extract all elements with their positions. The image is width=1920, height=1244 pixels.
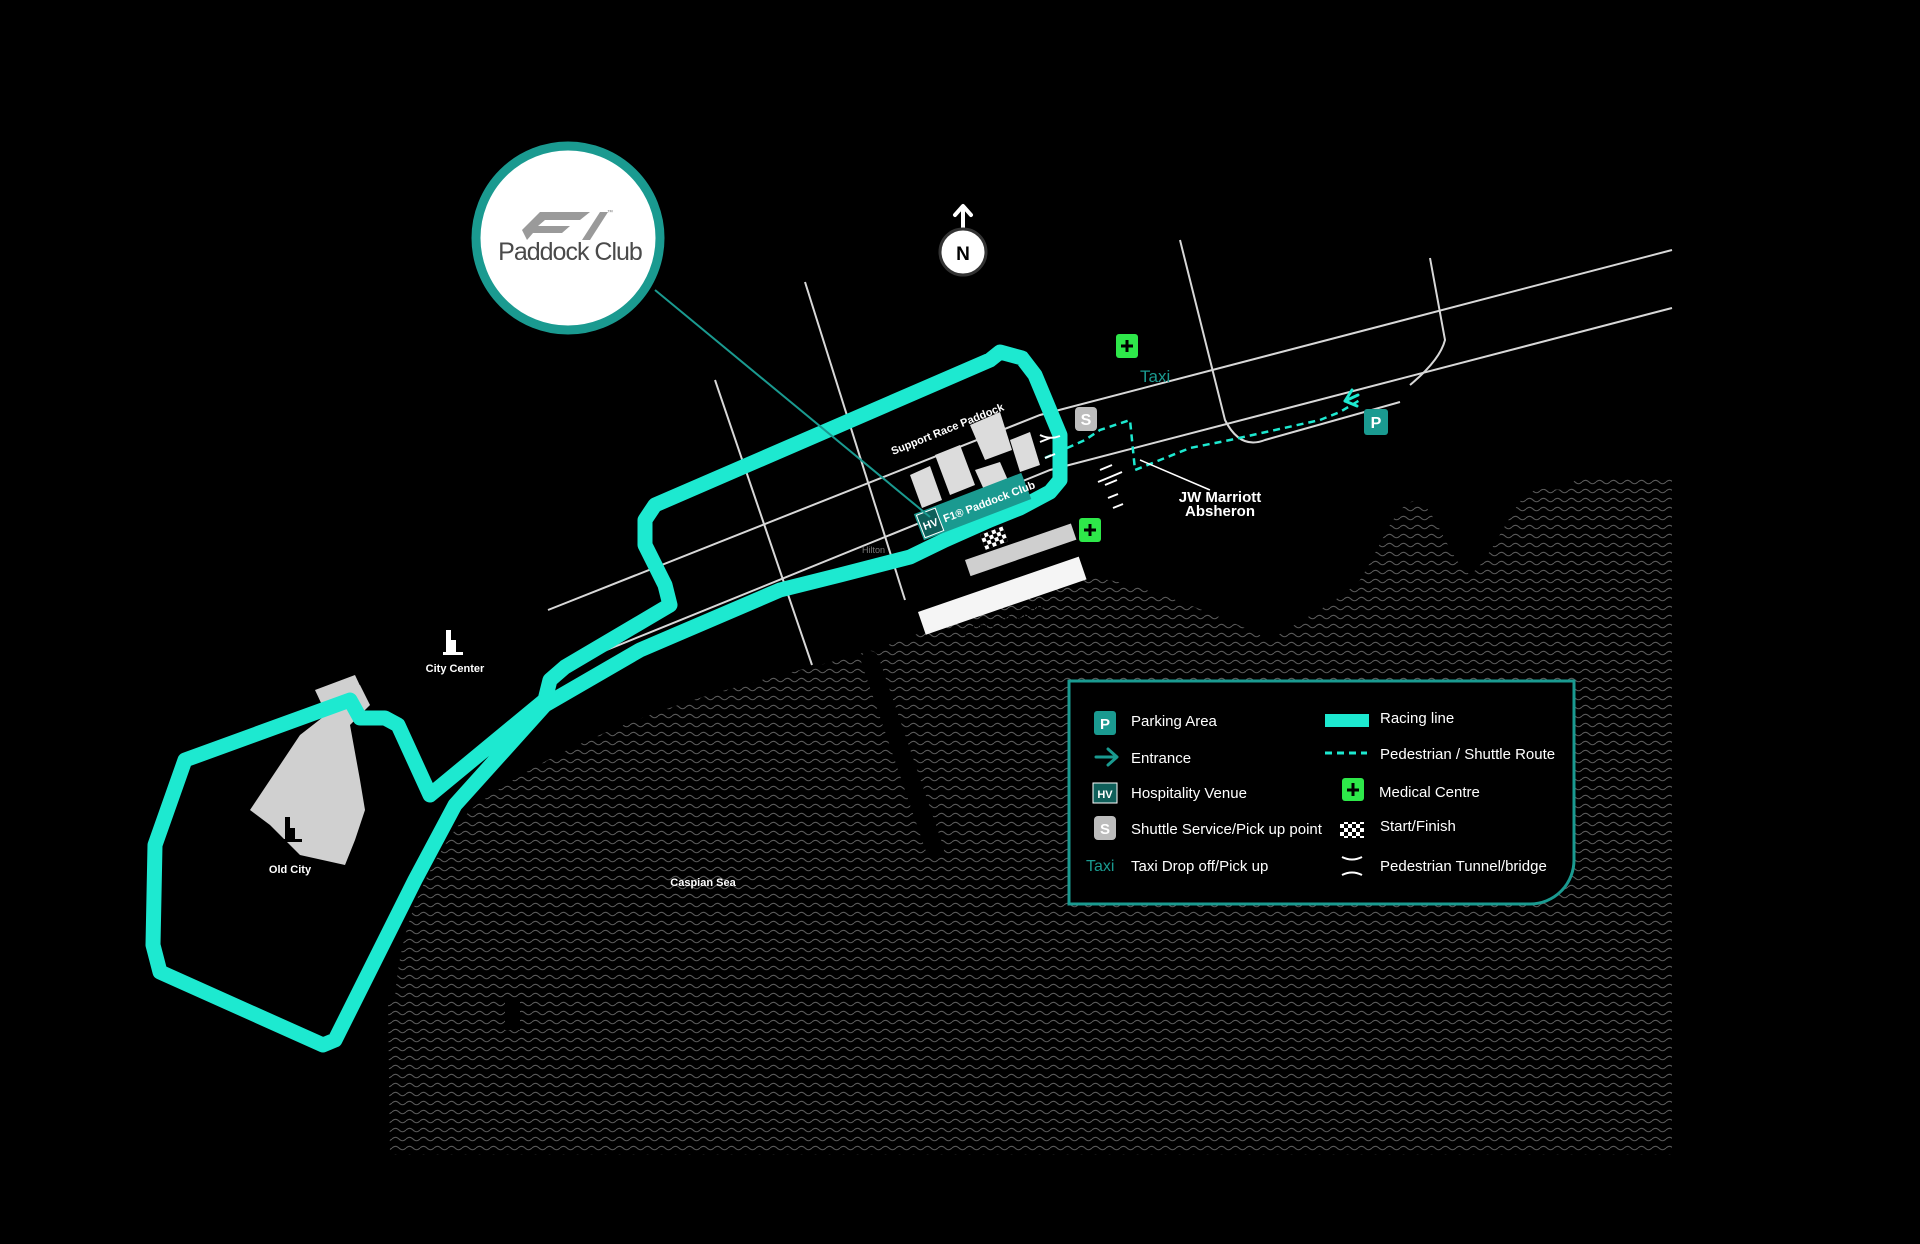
grandstand bbox=[965, 523, 1077, 577]
old-city-label: Old City bbox=[269, 864, 312, 876]
svg-text:HV: HV bbox=[1097, 789, 1113, 801]
old-city-block bbox=[315, 675, 362, 705]
svg-text:S: S bbox=[1100, 821, 1110, 838]
fan-zone-block bbox=[918, 556, 1087, 635]
shuttle-service-marker[interactable]: S bbox=[1075, 407, 1097, 431]
legend-hospitality: HV Hospitality Venue bbox=[1092, 782, 1247, 804]
old-city-icon bbox=[282, 817, 302, 842]
legend-panel: P Parking Area Entrance HV Hospitality V… bbox=[1067, 679, 1576, 906]
svg-text:P: P bbox=[1100, 716, 1110, 733]
svg-text:N: N bbox=[956, 244, 970, 265]
caspian-sea-label: Caspian Sea bbox=[670, 877, 736, 889]
svg-text:Shuttle Service/Pick up point: Shuttle Service/Pick up point bbox=[1131, 821, 1323, 838]
legend-shuttle: S Shuttle Service/Pick up point bbox=[1094, 816, 1323, 840]
f1-logo-mark bbox=[522, 212, 590, 240]
pier bbox=[861, 651, 944, 859]
racing-line bbox=[145, 344, 1068, 1053]
jw-marriott-pointer bbox=[1139, 459, 1211, 491]
paddock-club-logo: F1 ™ Paddock Club bbox=[0, 0, 665, 335]
entrance-arrow bbox=[1343, 388, 1360, 408]
hilton-label: Hilton bbox=[862, 545, 885, 555]
svg-text:Racing line: Racing line bbox=[1380, 710, 1454, 727]
legend-pedestrian-route: Pedestrian / Shuttle Route bbox=[1325, 746, 1555, 763]
legend-racing-line: Racing line bbox=[1325, 710, 1454, 727]
street-network bbox=[547, 239, 1673, 666]
legend-parking: P Parking Area bbox=[1094, 711, 1218, 735]
legend-entrance: Entrance bbox=[1094, 747, 1191, 767]
svg-text:S: S bbox=[1081, 412, 1092, 429]
taxi-label: Taxi bbox=[1140, 367, 1170, 386]
north-compass: N bbox=[938, 204, 988, 277]
svg-text:Hospitality Venue: Hospitality Venue bbox=[1131, 785, 1247, 802]
svg-text:Taxi Drop off/Pick up: Taxi Drop off/Pick up bbox=[1131, 858, 1268, 875]
legend-start-finish: Start/Finish bbox=[1340, 818, 1456, 838]
hv-icon: HV bbox=[922, 516, 941, 533]
legend-taxi: Taxi Taxi Drop off/Pick up bbox=[1086, 858, 1268, 875]
svg-text:Parking Area: Parking Area bbox=[1131, 713, 1218, 730]
legend-medical: Medical Centre bbox=[1342, 778, 1480, 801]
support-race-paddock-buildings bbox=[910, 412, 1040, 508]
caspian-sea-area bbox=[388, 475, 1672, 1155]
svg-text:Entrance: Entrance bbox=[1131, 750, 1191, 767]
city-center-label: City Center bbox=[426, 663, 485, 675]
paddock-club-wordmark: Paddock Club bbox=[498, 238, 642, 266]
trademark: ™ bbox=[607, 209, 613, 216]
svg-text:Pedestrian Tunnel/bridge: Pedestrian Tunnel/bridge bbox=[1380, 858, 1547, 875]
start-finish-marker bbox=[980, 526, 1009, 550]
legend-tunnel: Pedestrian Tunnel/bridge bbox=[1341, 856, 1547, 876]
medical-centre-marker-top[interactable] bbox=[1116, 334, 1138, 358]
pedestrian-shuttle-route bbox=[1044, 398, 1361, 472]
svg-text:Medical Centre: Medical Centre bbox=[1379, 784, 1480, 801]
f1-logo-text: F1 bbox=[0, 0, 2, 1]
pedestrian-tunnels bbox=[1039, 434, 1124, 509]
jw-marriott-label-line1: JW Marriott bbox=[1179, 489, 1262, 506]
jw-marriott-label-line2: Absheron bbox=[1185, 503, 1255, 520]
parking-marker[interactable]: P bbox=[1364, 409, 1388, 435]
svg-text:Pedestrian / Shuttle Route: Pedestrian / Shuttle Route bbox=[1380, 746, 1555, 763]
svg-text:Taxi: Taxi bbox=[1086, 858, 1114, 875]
old-city-area bbox=[250, 685, 370, 865]
medical-centre-marker-bottom[interactable] bbox=[1079, 518, 1101, 542]
city-center-icon bbox=[443, 630, 463, 655]
logo-callout-line bbox=[654, 289, 931, 518]
svg-text:P: P bbox=[1371, 415, 1382, 432]
svg-text:Start/Finish: Start/Finish bbox=[1380, 818, 1456, 835]
